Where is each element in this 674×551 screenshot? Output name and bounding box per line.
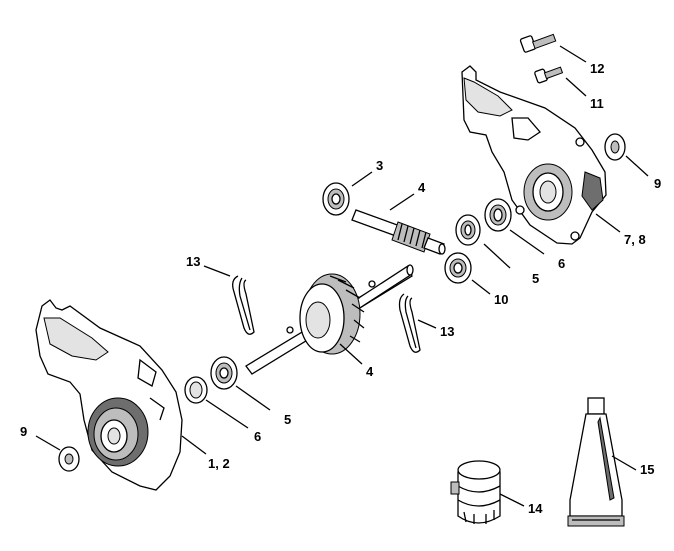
- label-part-6-upper: 6: [558, 256, 565, 271]
- washer-9-lower: [58, 446, 80, 472]
- label-part-4-lower: 4: [366, 364, 374, 379]
- label-part-5-upper: 5: [532, 271, 539, 286]
- label-part-11: 11: [590, 96, 604, 111]
- label-part-13-right: 13: [440, 324, 454, 339]
- bearing-5-upper: [455, 214, 481, 246]
- bearing-3: [322, 182, 350, 216]
- bearing-5-lower: [210, 356, 238, 390]
- label-part-9-upper: 9: [654, 176, 661, 191]
- gear-shaft-4: [245, 264, 414, 375]
- washer-9-upper: [604, 133, 626, 161]
- worm-shaft-4: [351, 209, 446, 255]
- label-part-14: 14: [528, 501, 543, 516]
- label-part-15: 15: [640, 462, 654, 477]
- label-part-5-lower: 5: [284, 412, 291, 427]
- upper-housing-7-8: [461, 65, 607, 245]
- screw-11: [534, 66, 564, 84]
- grease-tube-15: [567, 397, 625, 527]
- label-part-4-upper: 4: [418, 180, 426, 195]
- leader-lines: [35, 45, 649, 507]
- part-labels: 3 4 12 11 9 7, 8 5 6 10 13 13 4 5 6 1, 2…: [20, 61, 661, 516]
- bearing-10: [444, 252, 472, 284]
- label-part-1-2: 1, 2: [208, 456, 230, 471]
- seal-6-upper: [484, 198, 512, 232]
- seal-6-lower: [184, 376, 208, 404]
- label-part-12: 12: [590, 61, 604, 76]
- label-part-9-lower: 9: [20, 424, 27, 439]
- label-part-6-lower: 6: [254, 429, 261, 444]
- hairpin-clip-13-right: [398, 293, 421, 353]
- label-part-7-8: 7, 8: [624, 232, 646, 247]
- label-part-3: 3: [376, 158, 383, 173]
- label-part-10: 10: [494, 292, 508, 307]
- hairpin-clip-13-left: [232, 275, 255, 335]
- grease-tub-14: [450, 460, 501, 524]
- label-part-13-left: 13: [186, 254, 200, 269]
- screw-12: [519, 33, 557, 53]
- lower-housing-1-2: [35, 299, 183, 491]
